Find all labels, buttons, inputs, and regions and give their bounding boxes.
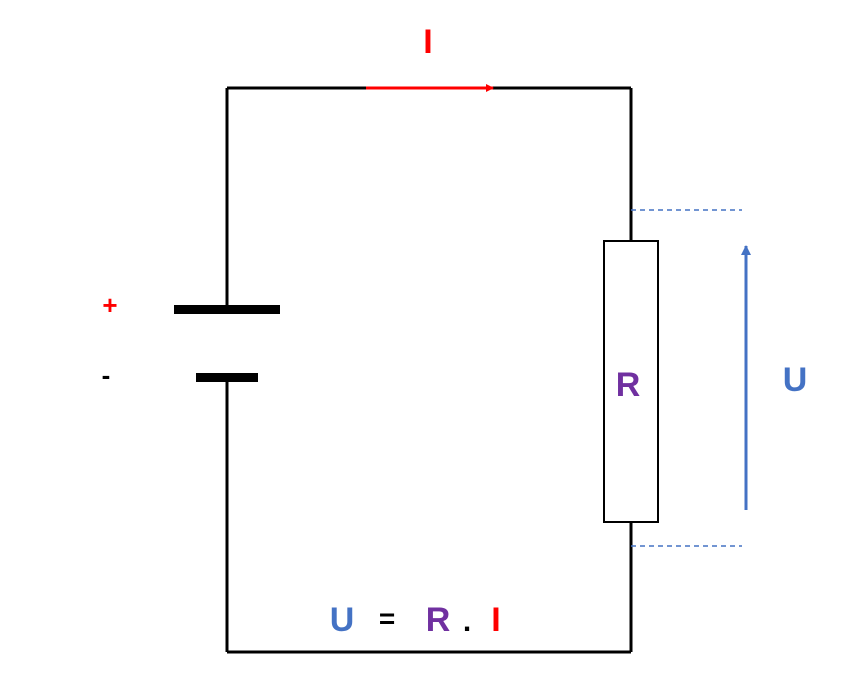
resistor bbox=[603, 240, 659, 523]
formula-u: U bbox=[330, 601, 355, 639]
formula-r: R bbox=[426, 601, 451, 639]
battery-positive-plate bbox=[174, 305, 280, 314]
formula-i: I bbox=[491, 601, 500, 639]
formula-equals: = bbox=[379, 603, 395, 634]
resistor-label: R bbox=[616, 366, 641, 404]
formula-dot: . bbox=[463, 605, 471, 638]
ohms-law-formula: U = R . I bbox=[330, 601, 501, 639]
minus-label: - bbox=[102, 360, 111, 390]
plus-label: + bbox=[102, 290, 117, 320]
battery-negative-plate bbox=[196, 373, 258, 382]
circuit-wires bbox=[225, 86, 633, 654]
current-label: I bbox=[423, 23, 432, 61]
voltage-label: U bbox=[783, 361, 808, 399]
